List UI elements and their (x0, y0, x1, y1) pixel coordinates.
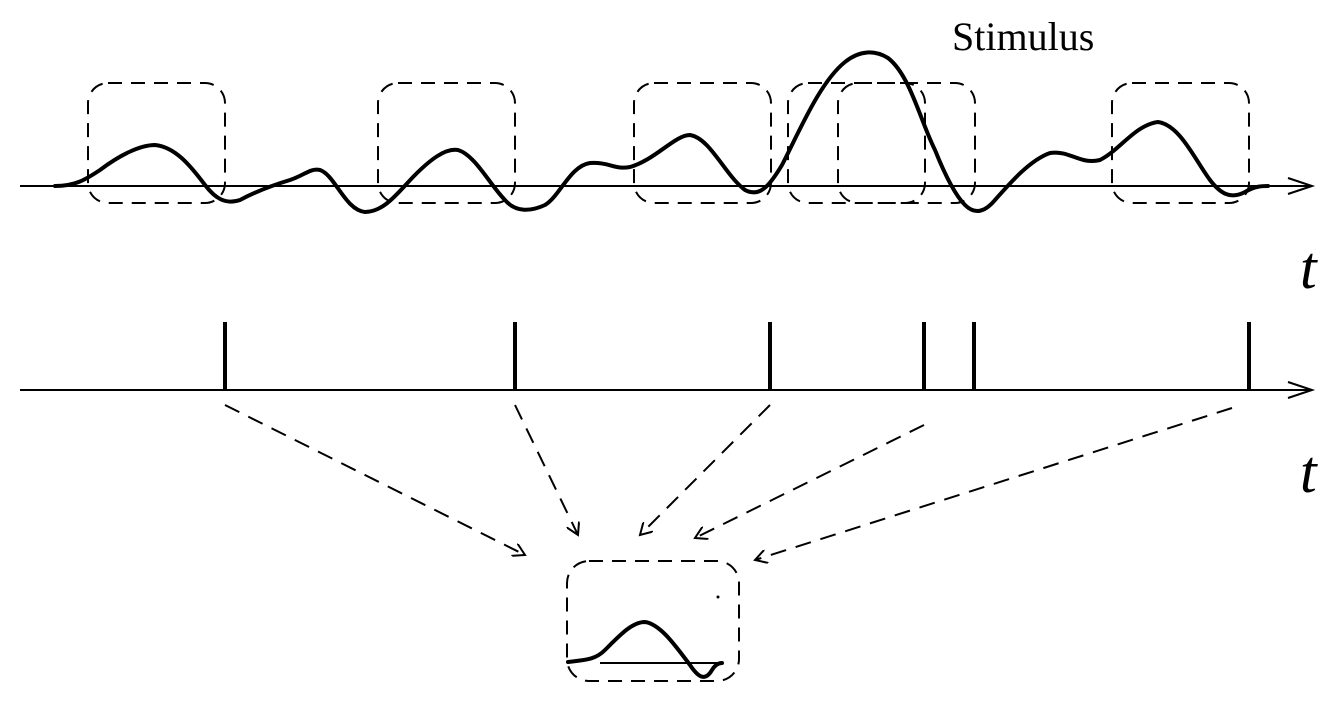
stimulus-window-2 (377, 82, 516, 204)
average-window (566, 560, 740, 682)
stimulus-waveform (53, 50, 1270, 214)
stimulus-window-4 (787, 82, 926, 204)
stimulus-label: Stimulus (952, 14, 1094, 59)
average-arrow-3 (640, 404, 771, 535)
stimulus-window-1 (87, 82, 226, 204)
average-waveform (566, 620, 724, 679)
average-arrow-2 (514, 404, 578, 535)
stimulus-axis-label-t: t (1300, 235, 1318, 301)
average-arrow-5 (755, 407, 1233, 560)
spike-axis-label-t: t (1300, 439, 1318, 505)
stimulus-window-6 (1111, 82, 1250, 204)
average-window-dot (716, 595, 720, 599)
stimulus-window-3 (633, 82, 772, 204)
stimulus-window-5 (837, 82, 976, 204)
average-arrow-4 (695, 424, 925, 538)
average-arrow-1 (224, 404, 525, 555)
spike-axis-arrowhead (1287, 381, 1316, 399)
stimulus-axis-arrowhead (1287, 177, 1316, 195)
